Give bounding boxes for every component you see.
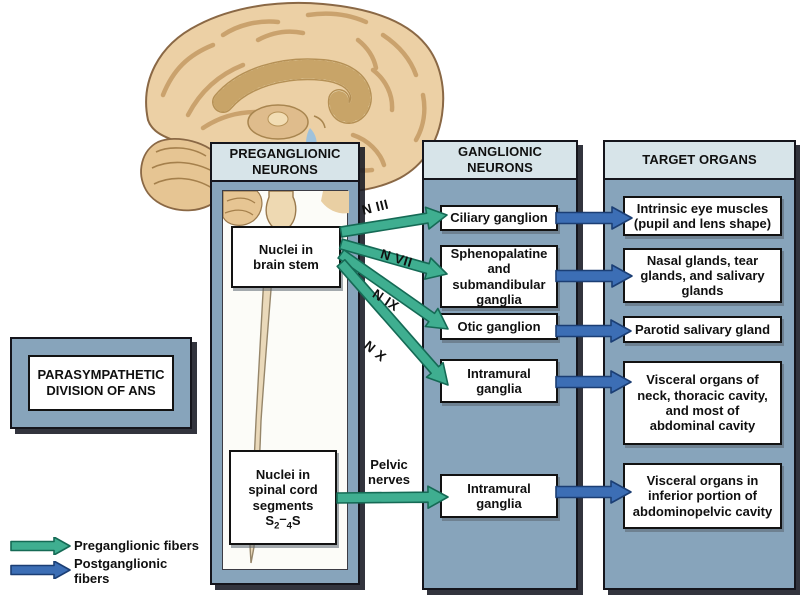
target-thoracic-abdominal-viscera-box: Visceral organs of neck, thoracic cavity… — [623, 361, 782, 445]
target-abdominopelvic-viscera-box: Visceral organs in inferior portion of a… — [623, 463, 782, 529]
legend-postganglionic-label: Postganglionic fibers — [74, 556, 168, 586]
postganglionic-fiber-arrow-icon — [10, 561, 71, 579]
target-organs-header: TARGET ORGANS — [605, 142, 794, 180]
sphenopalatine-submandibular-ganglia-box: Sphenopalatine and submandibular ganglia — [440, 245, 558, 308]
nerve-label-n-ix: N IX — [369, 286, 402, 315]
intramural-ganglia-box-lower: Intramural ganglia — [440, 474, 558, 518]
spinal-box-line2: spinal cord — [248, 482, 318, 498]
nerve-label-n-vii: N VII — [378, 246, 415, 271]
ciliary-ganglion-box: Ciliary ganglion — [440, 205, 558, 231]
target-eye-muscles-box: Intrinsic eye muscles (pupil and lens sh… — [623, 196, 782, 236]
intramural-ganglia-box-upper: Intramural ganglia — [440, 359, 558, 403]
parasympathetic-title-label: PARASYMPATHETIC DIVISION OF ANS — [28, 355, 174, 411]
preganglionic-header: PREGANGLIONIC NEURONS — [212, 144, 358, 182]
spinal-box-line3: segments — [252, 497, 314, 513]
pelvic-nerves-label: Pelvic nerves — [368, 457, 410, 487]
spinal-cord-nuclei-box: Nuclei in spinal cord segments S2–4S — [229, 450, 337, 545]
parasympathetic-title-box: PARASYMPATHETIC DIVISION OF ANS — [10, 337, 192, 429]
spinal-segments-notation: S2–4S — [265, 510, 301, 532]
legend-preganglionic-label: Preganglionic fibers — [74, 538, 199, 553]
otic-ganglion-box: Otic ganglion — [440, 313, 558, 340]
ganglionic-header: GANGLIONIC NEURONS — [424, 142, 576, 180]
spinal-box-line1: Nuclei in — [255, 466, 311, 482]
nerve-label-n-x: N X — [361, 337, 390, 365]
brain-stem-nuclei-box: Nuclei in brain stem — [231, 226, 341, 288]
preganglionic-fiber-arrow-icon — [10, 537, 71, 555]
target-nasal-tear-salivary-box: Nasal glands, tear glands, and salivary … — [623, 248, 782, 303]
target-parotid-gland-box: Parotid salivary gland — [623, 316, 782, 343]
